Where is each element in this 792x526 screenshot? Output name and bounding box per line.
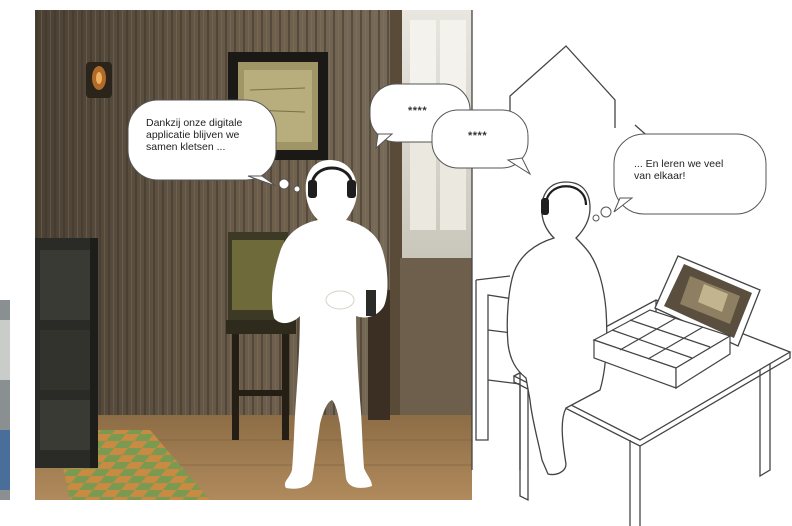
left-speech-text: Dankzij onze digitale applicatie blijven…	[146, 117, 266, 153]
left-edge-photo	[0, 300, 10, 500]
right-speech-text: ... En leren we veel van elkaar!	[634, 158, 754, 182]
seated-person-silhouette	[507, 182, 607, 475]
stove	[35, 238, 98, 468]
wall-lamp-icon	[86, 62, 112, 98]
speech-bubble-dots-two	[432, 110, 530, 174]
dots-text-one: ****	[408, 105, 427, 117]
dots-text-two: ****	[468, 130, 487, 142]
